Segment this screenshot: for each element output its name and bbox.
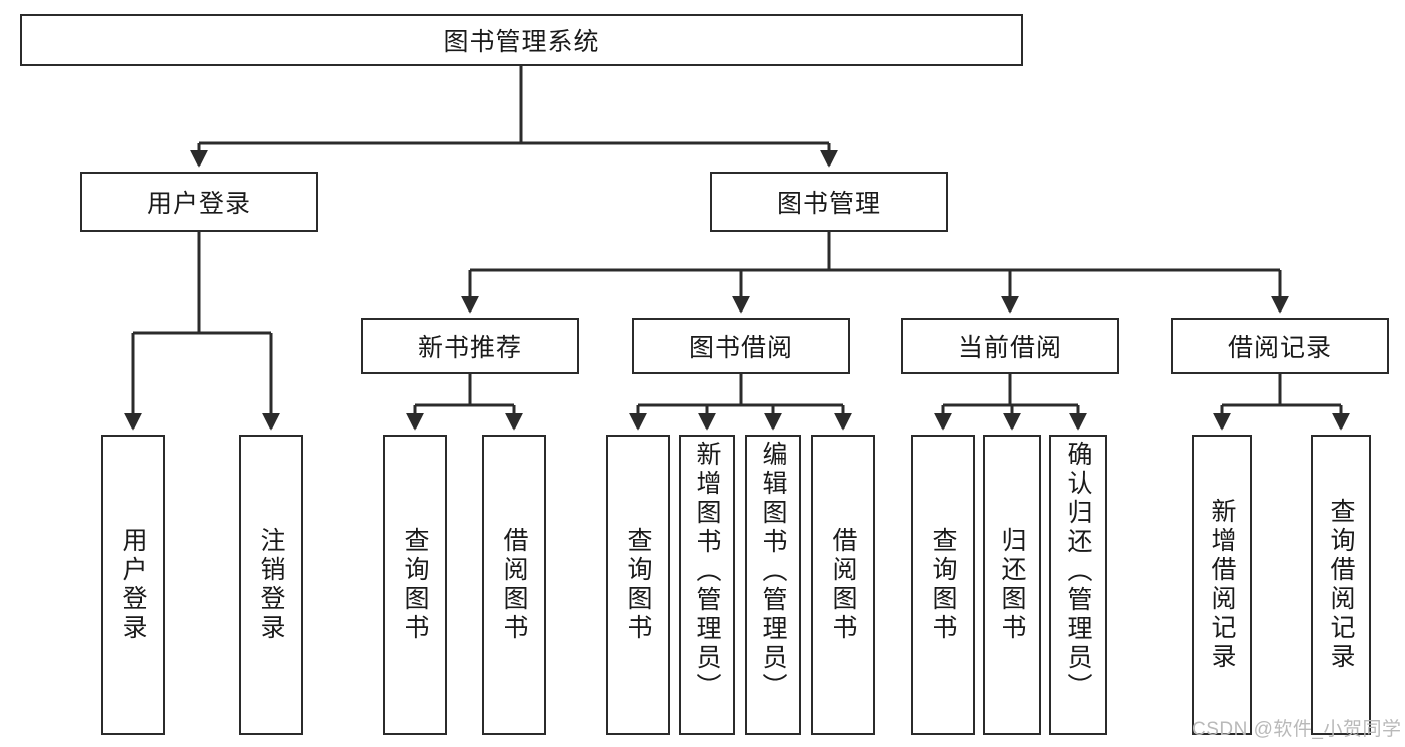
node-leaf-add-book-admin-label: 新增图书（管理员） <box>693 441 721 702</box>
node-borrow-record-label: 借阅记录 <box>1227 334 1332 362</box>
node-root-label: 图书管理系统 <box>443 28 600 56</box>
csdn-watermark: CSDN @软件_小贺同学 <box>1192 719 1402 740</box>
node-leaf-return-book[interactable]: 归还图书 <box>983 435 1041 735</box>
node-leaf-borrow-book-rec[interactable]: 借阅图书 <box>482 435 546 735</box>
node-leaf-logout-login[interactable]: 注销登录 <box>239 435 303 735</box>
node-leaf-return-book-label: 归还图书 <box>998 527 1026 643</box>
node-leaf-add-borrow-record[interactable]: 新增借阅记录 <box>1192 435 1252 735</box>
node-leaf-logout-login-label: 注销登录 <box>257 527 285 643</box>
node-user-login-label: 用户登录 <box>146 190 251 218</box>
node-user-login[interactable]: 用户登录 <box>80 172 318 232</box>
node-current-borrow-label: 当前借阅 <box>957 334 1062 362</box>
node-new-book-recommend-label: 新书推荐 <box>417 334 522 362</box>
node-leaf-edit-book-admin-label: 编辑图书（管理员） <box>759 441 787 702</box>
node-leaf-query-borrow-record[interactable]: 查询借阅记录 <box>1311 435 1371 735</box>
node-leaf-query-book-current[interactable]: 查询图书 <box>911 435 975 735</box>
node-book-manage[interactable]: 图书管理 <box>710 172 948 232</box>
node-root[interactable]: 图书管理系统 <box>20 14 1023 66</box>
node-leaf-query-book-current-label: 查询图书 <box>929 527 957 643</box>
node-leaf-query-book-rec[interactable]: 查询图书 <box>383 435 447 735</box>
node-leaf-confirm-return-admin[interactable]: 确认归还（管理员） <box>1049 435 1107 735</box>
node-current-borrow[interactable]: 当前借阅 <box>901 318 1119 374</box>
node-leaf-user-login-label: 用户登录 <box>119 527 147 643</box>
node-new-book-recommend[interactable]: 新书推荐 <box>361 318 579 374</box>
node-leaf-user-login[interactable]: 用户登录 <box>101 435 165 735</box>
node-book-borrow-label: 图书借阅 <box>688 334 793 362</box>
node-borrow-record[interactable]: 借阅记录 <box>1171 318 1389 374</box>
node-leaf-add-book-admin[interactable]: 新增图书（管理员） <box>679 435 735 735</box>
node-book-borrow[interactable]: 图书借阅 <box>632 318 850 374</box>
node-leaf-add-borrow-record-label: 新增借阅记录 <box>1208 498 1236 672</box>
node-leaf-query-book-borrow[interactable]: 查询图书 <box>606 435 670 735</box>
node-book-manage-label: 图书管理 <box>776 190 881 218</box>
node-leaf-edit-book-admin[interactable]: 编辑图书（管理员） <box>745 435 801 735</box>
node-leaf-query-borrow-record-label: 查询借阅记录 <box>1327 498 1355 672</box>
node-leaf-borrow-book-label: 借阅图书 <box>829 527 857 643</box>
node-leaf-borrow-book[interactable]: 借阅图书 <box>811 435 875 735</box>
node-leaf-query-book-rec-label: 查询图书 <box>401 527 429 643</box>
node-leaf-query-book-borrow-label: 查询图书 <box>624 527 652 643</box>
node-leaf-confirm-return-admin-label: 确认归还（管理员） <box>1064 441 1092 702</box>
node-leaf-borrow-book-rec-label: 借阅图书 <box>500 527 528 643</box>
